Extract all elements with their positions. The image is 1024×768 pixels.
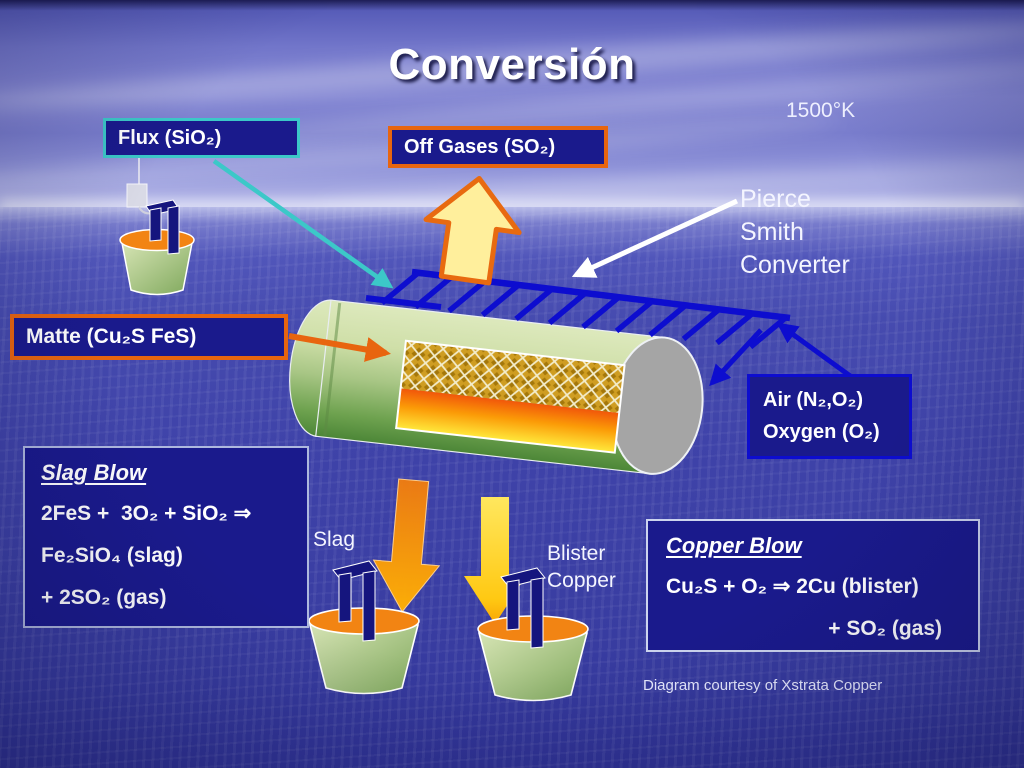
tuyere-to-cap-arrow xyxy=(709,328,763,387)
slag-ladle xyxy=(308,560,420,695)
converter-pointer-arrow xyxy=(571,198,739,278)
air-label-box: Air (N₂,O₂) Oxygen (O₂) xyxy=(747,374,912,459)
slag-pour-arrow xyxy=(372,478,441,613)
offgas-label: Off Gases (SO₂) xyxy=(404,135,556,158)
blister-ladle xyxy=(477,567,589,702)
flux-label-box: Flux (SiO₂) xyxy=(103,118,300,158)
matte-label: Matte (Cu₂S FeS) xyxy=(26,325,197,348)
copper-blow-eq2: + SO₂ (gas) xyxy=(828,617,942,640)
temperature-label: 1500°K xyxy=(786,99,856,122)
blister-flow-label: Blister Copper xyxy=(547,542,616,592)
slag-blow-eq1: 2FeS + 3O₂ + SiO₂ ⇒ xyxy=(41,502,252,525)
converter-window xyxy=(395,339,626,454)
slag-blow-title: Slag Blow xyxy=(41,460,147,485)
converter-name-label: Pierce Smith Converter xyxy=(740,185,850,279)
slag-flow-label: Slag xyxy=(313,528,356,551)
slide-title: Conversión xyxy=(388,40,636,89)
flux-label: Flux (SiO₂) xyxy=(118,126,222,149)
offgas-arrow xyxy=(423,176,522,286)
tuyere-ladder xyxy=(365,268,791,387)
air-label: Air (N₂,O₂) xyxy=(763,389,863,412)
ladle-hoist-block xyxy=(126,183,148,208)
copper-blow-box: Copper Blow Cu₂S + O₂ ⇒ 2Cu (blister) + … xyxy=(646,519,980,652)
flux-arrow xyxy=(212,159,394,289)
flux-ladle xyxy=(119,199,195,296)
matte-label-box: Matte (Cu₂S FeS) xyxy=(10,314,288,360)
offgas-label-box: Off Gases (SO₂) xyxy=(388,126,608,168)
slag-blow-eq3: + 2SO₂ (gas) xyxy=(41,586,167,609)
credit-label: Diagram courtesy of Xstrata Copper xyxy=(643,677,883,694)
matte-arrow xyxy=(288,333,391,362)
copper-blow-eq1: Cu₂S + O₂ ⇒ 2Cu (blister) xyxy=(666,575,919,598)
slag-blow-box: Slag Blow 2FeS + 3O₂ + SiO₂ ⇒ Fe₂SiO₄ (s… xyxy=(23,446,309,628)
slag-blow-eq2: Fe₂SiO₄ (slag) xyxy=(41,544,183,567)
air-arrow xyxy=(776,322,855,381)
copper-blow-title: Copper Blow xyxy=(666,533,802,558)
converter-cylinder xyxy=(289,299,704,475)
sky-background xyxy=(0,0,1024,215)
oxygen-label: Oxygen (O₂) xyxy=(763,420,880,443)
